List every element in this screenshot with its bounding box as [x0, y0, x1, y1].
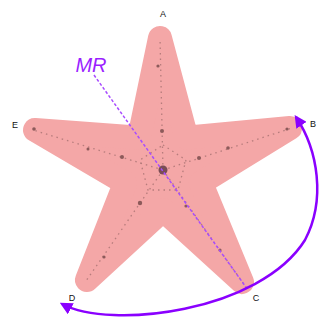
arm-label: D — [69, 294, 76, 303]
rotation-arrow — [62, 117, 317, 315]
axis-line — [94, 75, 248, 290]
axis-label: MR — [75, 55, 106, 75]
arm-label: A — [160, 10, 166, 19]
arm-label: C — [253, 294, 260, 303]
starfish-body — [35, 38, 290, 282]
arm-label: E — [12, 121, 18, 130]
arm-label: B — [310, 120, 316, 129]
